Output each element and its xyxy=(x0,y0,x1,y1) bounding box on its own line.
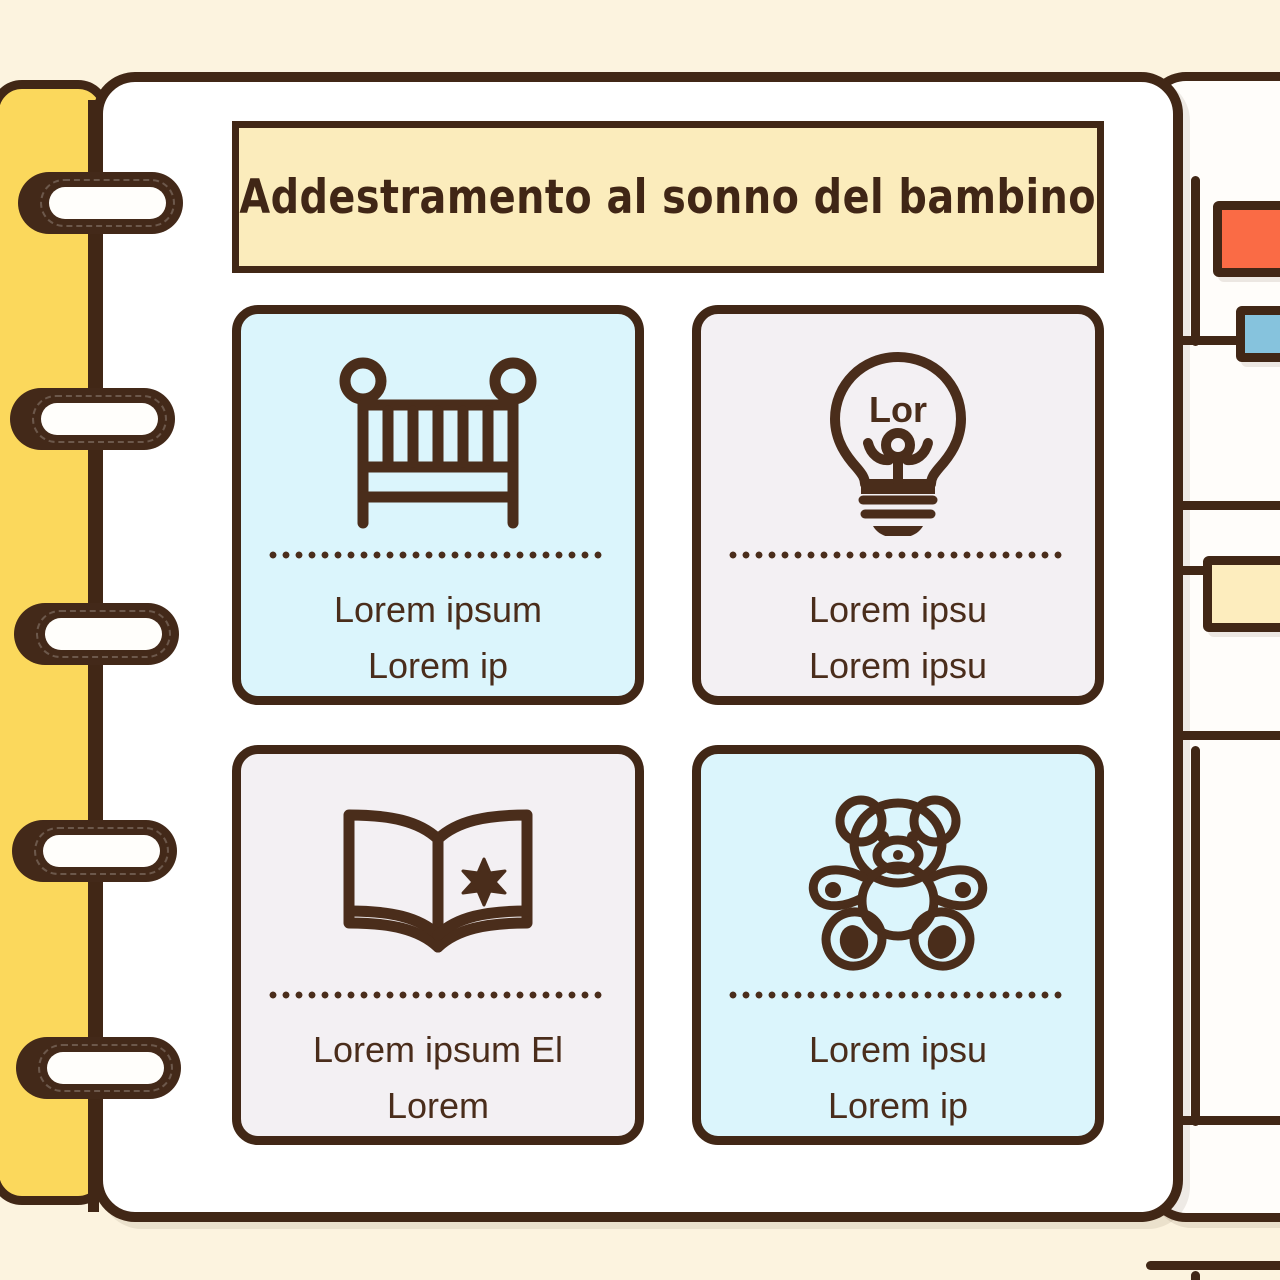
card-crib-text: Lorem ipsum Lorem ip xyxy=(334,582,542,694)
card-grid: Lorem ipsum Lorem ip Lor xyxy=(232,305,1104,1150)
card-open-book-text: Lorem ipsum El Lorem xyxy=(313,1022,563,1134)
stack-rule xyxy=(1191,176,1200,346)
crib-icon xyxy=(332,348,544,538)
card-lightbulb-text: Lorem ipsu Lorem ipsu xyxy=(809,582,987,694)
card-lightbulb-line2: Lorem ipsu xyxy=(808,644,988,686)
card-teddy-bear[interactable]: Lorem ipsu Lorem ip xyxy=(692,745,1104,1145)
side-tab-blue[interactable] xyxy=(1236,306,1280,362)
binder-ring xyxy=(14,603,179,665)
stack-rule xyxy=(1146,1116,1280,1125)
binder-ring xyxy=(16,1037,181,1099)
binder-ring xyxy=(12,820,177,882)
dotted-divider xyxy=(269,550,607,560)
stack-rule xyxy=(1191,746,1200,1126)
open-book-icon xyxy=(333,788,543,978)
card-open-book-line1: Lorem ipsum El xyxy=(312,1029,564,1070)
binder-ring xyxy=(10,388,175,450)
card-lightbulb-line1: Lorem ipsu xyxy=(808,589,988,630)
stack-rule xyxy=(1146,501,1280,510)
svg-text:Lor: Lor xyxy=(869,389,927,430)
dotted-divider xyxy=(269,990,607,1000)
card-teddy-bear-line1: Lorem ipsu xyxy=(808,1029,988,1070)
binder-ring xyxy=(18,172,183,234)
title-banner: Addestramento al sonno del bambino xyxy=(232,121,1104,273)
dotted-divider xyxy=(729,990,1067,1000)
stack-rule xyxy=(1146,1261,1280,1270)
card-crib-line2: Lorem ip xyxy=(367,644,509,686)
dotted-divider xyxy=(729,550,1067,560)
card-crib[interactable]: Lorem ipsum Lorem ip xyxy=(232,305,644,705)
card-open-book[interactable]: Lorem ipsum El Lorem xyxy=(232,745,644,1145)
card-crib-line1: Lorem ipsum xyxy=(333,589,543,630)
side-tab-cream[interactable] xyxy=(1203,556,1280,632)
stack-rule xyxy=(1146,731,1280,740)
side-tab-orange[interactable] xyxy=(1213,201,1280,277)
stack-rule xyxy=(1191,1271,1200,1280)
card-lightbulb[interactable]: Lor Lorem ipsu Lorem ipsu xyxy=(692,305,1104,705)
lightbulb-icon: Lor xyxy=(813,348,983,538)
card-teddy-bear-line2: Lorem ip xyxy=(827,1084,969,1126)
page-title: Addestramento al sonno del bambino xyxy=(239,169,1097,225)
teddy-bear-icon xyxy=(805,788,991,978)
stack-rule xyxy=(1146,336,1280,345)
card-open-book-line2: Lorem xyxy=(386,1084,490,1126)
card-teddy-bear-text: Lorem ipsu Lorem ip xyxy=(809,1022,987,1134)
